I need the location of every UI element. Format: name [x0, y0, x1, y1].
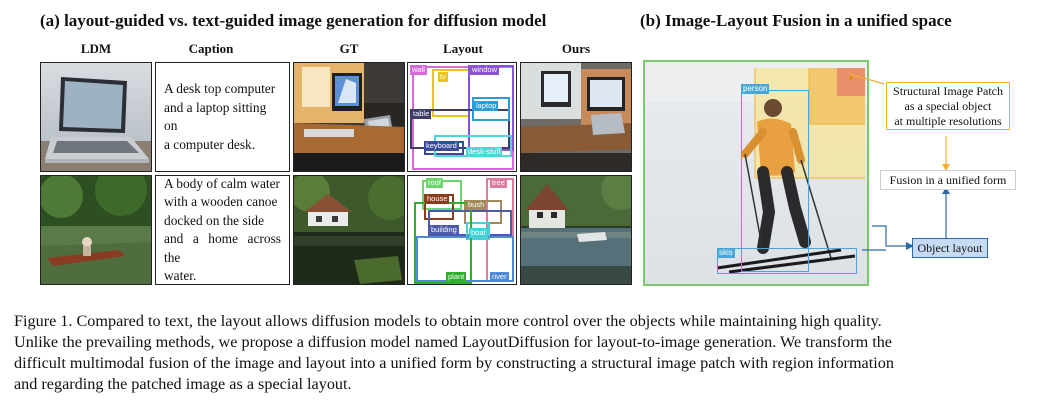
bbox-skis — [717, 248, 857, 274]
layout-label-tv: tv — [438, 72, 448, 82]
patch-label-line: Structural Image Patch — [893, 84, 1003, 98]
ski-image: person skis — [643, 60, 869, 286]
ours-image-desk — [520, 62, 632, 172]
column-header-layout: Layout — [443, 41, 483, 56]
caption-line: and a laptop sitting on — [164, 99, 267, 134]
panel-a-title: (a) layout-guided vs. text-guided image … — [40, 11, 547, 30]
figure-caption: Figure 1. Compared to text, the layout a… — [14, 311, 1042, 395]
ours-image-lake — [520, 175, 632, 285]
caption-line: A desk top computer — [164, 81, 276, 96]
layout-label-skis: skis — [717, 248, 735, 258]
layout-label-wall: wall — [410, 65, 427, 75]
connector-arrows — [849, 73, 950, 251]
ldm-image-lake — [40, 175, 152, 285]
layout-label-house: house — [425, 194, 450, 204]
column-header-caption: Caption — [188, 41, 234, 56]
structural-patch-label: Structural Image Patch as a special obje… — [886, 82, 1010, 130]
layout-label-desk-stuff: desk-stuff — [466, 147, 503, 157]
bbox-laptop — [472, 97, 510, 121]
layout-label-river: river — [490, 272, 509, 282]
caption-line: a computer desk. — [164, 136, 256, 152]
patch-label-line: as a special object — [904, 99, 992, 113]
caption-line: and a home across the — [164, 231, 281, 265]
layout-label-table: table — [411, 109, 432, 119]
object-layout-label: Object layout — [912, 238, 988, 258]
caption-text-line: Figure 1. Compared to text, the layout a… — [14, 312, 882, 330]
layout-panel-desk: wall tv window table laptop keyboard des… — [407, 62, 517, 172]
layout-label-boat: boat — [469, 228, 488, 238]
layout-label-roof: roof — [426, 178, 443, 188]
caption-text-line: Unlike the prevailing methods, we propos… — [14, 333, 892, 351]
layout-label-window: window — [470, 65, 500, 75]
bbox-person — [741, 90, 809, 272]
caption-text-line: and regarding the patched image as a spe… — [14, 375, 352, 393]
caption-line: A body of calm water — [164, 175, 281, 191]
bbox-boat — [466, 222, 490, 240]
column-header-gt: GT — [339, 41, 359, 56]
layout-label-bush: bush — [466, 200, 487, 210]
column-header-ours: Ours — [561, 41, 591, 56]
layout-label-tree: tree — [490, 178, 507, 188]
patch-label-line: at multiple resolutions — [894, 114, 1002, 128]
caption-line: with a wooden canoe — [164, 194, 278, 209]
layout-label-laptop: laptop — [474, 101, 499, 111]
layout-panel-lake: roof tree house bush building boat plant… — [407, 175, 517, 285]
gt-image-desk — [293, 62, 405, 172]
layout-label-keyboard: keyboard — [424, 141, 459, 151]
caption-line: water. — [164, 268, 197, 283]
layout-label-building: building — [429, 225, 459, 235]
caption-line: docked on the side — [164, 212, 265, 228]
layout-label-plant: plant — [446, 272, 467, 282]
bbox-table — [410, 109, 510, 149]
column-header-ldm: LDM — [80, 41, 112, 56]
caption-text-line: difficult multimodal fusion of the image… — [14, 354, 894, 372]
panel-b-title: (b) Image-Layout Fusion in a unified spa… — [640, 11, 952, 30]
ldm-image-desk — [40, 62, 152, 172]
gt-image-lake — [293, 175, 405, 285]
fusion-label: Fusion in a unified form — [880, 170, 1016, 190]
layout-label-person: person — [741, 84, 770, 94]
caption-box-lake: A body of calm water with a wooden canoe… — [155, 175, 290, 285]
caption-box-desk: A desk top computer and a laptop sitting… — [155, 62, 290, 172]
